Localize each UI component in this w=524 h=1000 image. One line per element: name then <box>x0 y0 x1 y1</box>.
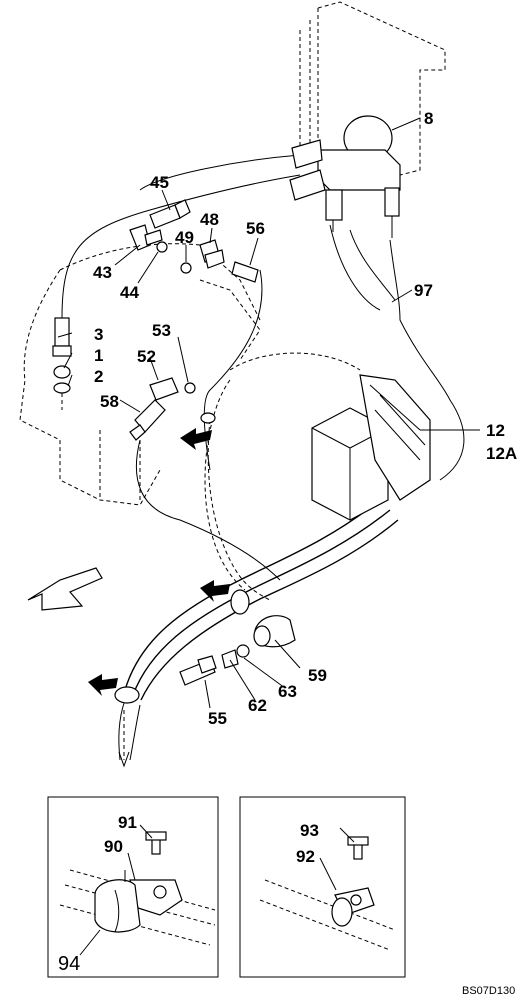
swivel-59 <box>253 615 296 648</box>
fittings-1-2-3 <box>52 317 72 410</box>
front-direction-arrow <box>27 567 103 611</box>
part-label-12A: 12A <box>486 444 517 463</box>
part-label-45: 45 <box>150 173 169 192</box>
part-label-53: 53 <box>152 321 171 340</box>
part-label-63: 63 <box>278 682 297 701</box>
part-label-58: 58 <box>100 392 119 411</box>
inset-left-drawing <box>59 824 216 956</box>
control-valve-12 <box>311 374 431 521</box>
part-label-12: 12 <box>486 421 505 440</box>
part-label-59: 59 <box>308 666 327 685</box>
hose-clamp-mid <box>200 412 216 424</box>
machine-frame-outline <box>19 1 446 601</box>
fitting-55 <box>179 655 217 686</box>
fitting-58 <box>129 399 166 441</box>
hose-clamp-lower <box>230 589 250 615</box>
accumulator-valve-assembly <box>289 115 401 238</box>
o-ring-49 <box>180 262 192 274</box>
part-label-44: 44 <box>120 283 139 302</box>
part-label-97: 97 <box>414 281 433 300</box>
hose-lines <box>61 154 465 761</box>
inset-box-right <box>239 796 406 978</box>
hose-clamp-bottom <box>114 686 140 704</box>
o-ring-53 <box>184 382 196 394</box>
fitting-52 <box>149 377 179 401</box>
inset-box-left <box>47 796 219 978</box>
o-ring-63 <box>236 644 250 658</box>
part-label-91: 91 <box>118 813 137 832</box>
part-label-3: 3 <box>94 325 103 344</box>
o-ring-44 <box>156 241 168 253</box>
inset-right-drawing <box>259 827 396 951</box>
pointer-arrow-1 <box>180 428 212 450</box>
pointer-arrow-2 <box>200 580 230 602</box>
part-label-8: 8 <box>424 109 433 128</box>
part-label-62: 62 <box>248 696 267 715</box>
fitting-48 <box>199 239 225 269</box>
fitting-56 <box>231 261 259 283</box>
part-label-48: 48 <box>200 210 219 229</box>
part-label-43: 43 <box>93 263 112 282</box>
leader-lines <box>57 117 480 709</box>
part-label-92: 92 <box>296 847 315 866</box>
part-label-2: 2 <box>94 367 103 386</box>
fitting-43 <box>129 224 163 251</box>
continuation-arrowhead <box>118 751 130 768</box>
part-label-90: 90 <box>104 837 123 856</box>
part-label-52: 52 <box>137 347 156 366</box>
fitting-62 <box>221 649 239 669</box>
part-label-94: 94 <box>58 953 80 975</box>
pointer-arrow-3 <box>88 674 118 696</box>
part-label-1: 1 <box>94 346 103 365</box>
part-label-55: 55 <box>208 709 227 728</box>
part-label-93: 93 <box>300 821 319 840</box>
part-label-56: 56 <box>246 219 265 238</box>
fitting-45 <box>149 199 191 229</box>
part-label-49: 49 <box>175 228 194 247</box>
drawing-code: BS07D130 <box>462 985 515 997</box>
